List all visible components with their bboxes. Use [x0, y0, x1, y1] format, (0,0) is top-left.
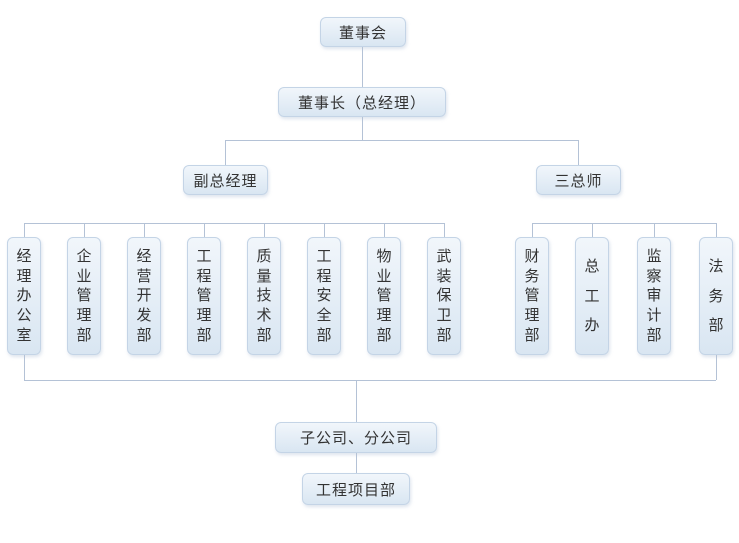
connector-line: [324, 223, 325, 237]
org-node-department: 工程管理部: [187, 237, 221, 355]
connector-line: [384, 223, 385, 237]
department-label-char: 业: [76, 267, 92, 285]
connector-line: [716, 355, 717, 380]
connector-line: [716, 223, 717, 237]
department-label-char: 发: [136, 307, 152, 325]
department-label-char: 物: [376, 247, 392, 265]
department-label-char: 管: [376, 287, 392, 305]
department-label-char: 部: [256, 327, 272, 345]
department-label-char: 部: [136, 327, 152, 345]
department-label-char: 理: [196, 307, 212, 325]
org-node-department: 工程安全部: [307, 237, 341, 355]
department-label-char: 工: [196, 247, 212, 265]
department-label-char: 室: [16, 327, 32, 345]
department-label-char: 全: [316, 307, 332, 325]
org-node-chairman: 董事长（总经理）: [278, 87, 446, 117]
department-label-char: 工: [584, 287, 600, 305]
connector-line: [654, 223, 655, 237]
org-node-department: 武装保卫部: [427, 237, 461, 355]
org-node-subsidiaries: 子公司、分公司: [275, 422, 437, 453]
department-label-char: 企: [76, 247, 92, 265]
org-node-department: 总工办: [575, 237, 609, 355]
org-node-department: 经营开发部: [127, 237, 161, 355]
org-node-department: 财务管理部: [515, 237, 549, 355]
connector-line: [578, 140, 579, 165]
department-label-char: 部: [524, 327, 540, 345]
org-node-chief-engineers: 三总师: [536, 165, 621, 195]
department-label-char: 部: [196, 327, 212, 345]
connector-line: [362, 47, 363, 87]
department-label-char: 管: [196, 287, 212, 305]
connector-line: [362, 117, 363, 140]
department-label-char: 程: [316, 267, 332, 285]
department-label-char: 理: [76, 307, 92, 325]
department-label-char: 计: [646, 307, 662, 325]
department-label-char: 部: [708, 317, 724, 335]
department-label-char: 部: [316, 327, 332, 345]
department-label-char: 装: [436, 267, 452, 285]
org-node-board: 董事会: [320, 17, 406, 47]
department-label-char: 卫: [436, 307, 452, 325]
department-label-char: 务: [708, 287, 724, 305]
department-label-char: 工: [316, 247, 332, 265]
connector-line: [356, 453, 357, 473]
org-node-deputy-gm: 副总经理: [183, 165, 268, 195]
connector-line: [225, 140, 579, 141]
connector-line: [592, 223, 593, 237]
connector-line: [204, 223, 205, 237]
department-label-char: 营: [136, 267, 152, 285]
department-label-char: 开: [136, 287, 152, 305]
connector-line: [84, 223, 85, 237]
connector-line: [24, 223, 444, 224]
connector-line: [356, 380, 357, 422]
connector-line: [144, 223, 145, 237]
org-node-department: 监察审计部: [637, 237, 671, 355]
department-label-char: 安: [316, 287, 332, 305]
department-label-char: 办: [584, 317, 600, 335]
department-label-char: 保: [436, 287, 452, 305]
org-node-department: 法务部: [699, 237, 733, 355]
department-label-char: 察: [646, 267, 662, 285]
org-node-department: 质量技术部: [247, 237, 281, 355]
department-label-char: 理: [16, 267, 32, 285]
department-label-char: 部: [76, 327, 92, 345]
department-label-char: 业: [376, 267, 392, 285]
department-label-char: 技: [256, 287, 272, 305]
department-label-char: 管: [524, 287, 540, 305]
department-label-char: 术: [256, 307, 272, 325]
department-label-char: 部: [376, 327, 392, 345]
connector-line: [24, 223, 25, 237]
department-label-char: 部: [646, 327, 662, 345]
department-label-char: 财: [524, 247, 540, 265]
department-label-char: 总: [584, 257, 600, 275]
department-label-char: 监: [646, 247, 662, 265]
department-label-char: 理: [376, 307, 392, 325]
department-label-char: 质: [256, 247, 272, 265]
org-node-department: 企业管理部: [67, 237, 101, 355]
department-label-char: 量: [256, 267, 272, 285]
department-label-char: 部: [436, 327, 452, 345]
department-label-char: 经: [16, 247, 32, 265]
department-label-char: 程: [196, 267, 212, 285]
org-node-department: 经理办公室: [7, 237, 41, 355]
department-label-char: 理: [524, 307, 540, 325]
department-label-char: 武: [436, 247, 452, 265]
department-label-char: 办: [16, 287, 32, 305]
department-label-char: 公: [16, 307, 32, 325]
org-node-department: 物业管理部: [367, 237, 401, 355]
department-label-char: 务: [524, 267, 540, 285]
department-label-char: 审: [646, 287, 662, 305]
connector-line: [532, 223, 716, 224]
connector-line: [264, 223, 265, 237]
department-label-char: 管: [76, 287, 92, 305]
department-label-char: 法: [708, 257, 724, 275]
connector-line: [225, 140, 226, 165]
connector-line: [24, 380, 716, 381]
connector-line: [24, 355, 25, 380]
org-node-project-dept: 工程项目部: [302, 473, 410, 505]
connector-line: [532, 223, 533, 237]
connector-line: [444, 223, 445, 237]
department-label-char: 经: [136, 247, 152, 265]
